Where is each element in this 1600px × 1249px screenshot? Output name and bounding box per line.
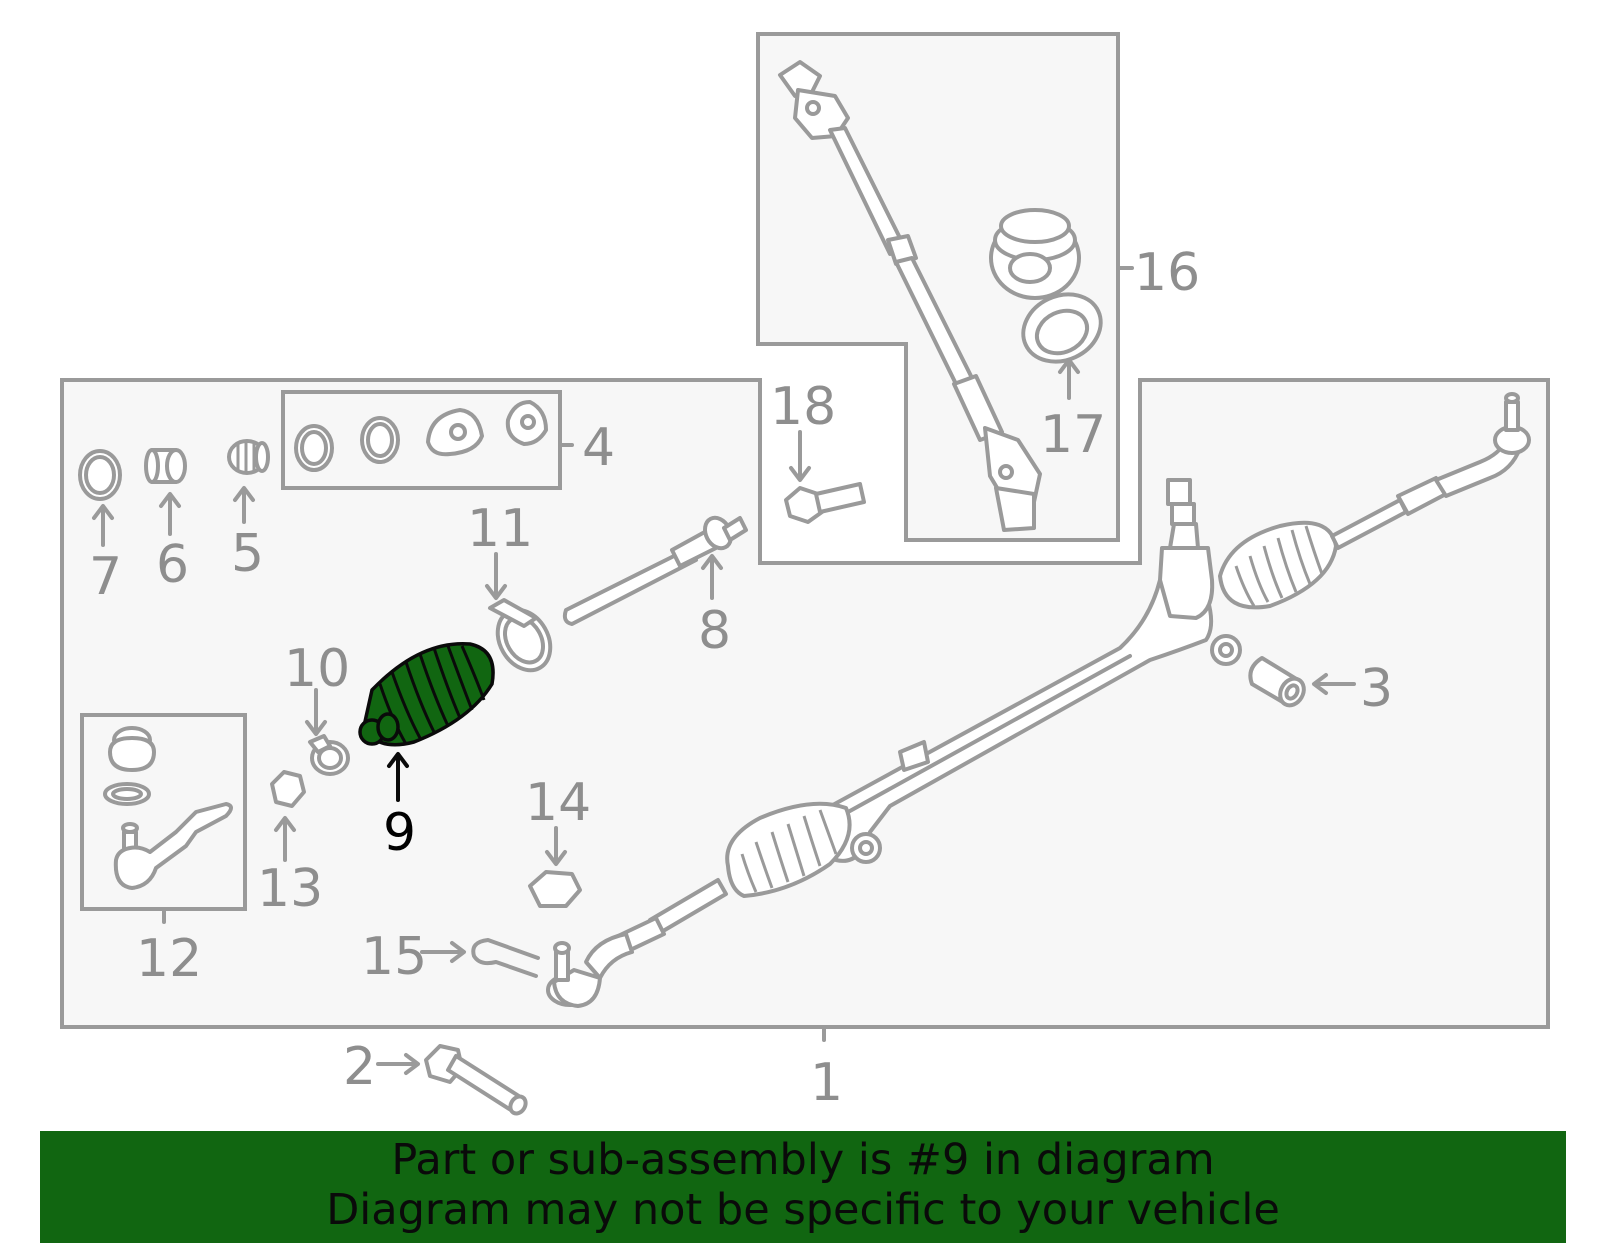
bushing-5-icon bbox=[227, 439, 270, 475]
clamp-10-icon bbox=[308, 734, 350, 776]
callout-11[interactable]: 11 bbox=[467, 499, 533, 559]
callout-labels: 1 2 3 4 5 6 7 8 9 10 11 12 13 14 15 16 1… bbox=[89, 243, 1393, 1113]
nut-14-icon bbox=[528, 870, 582, 908]
inner-tie-rod-icon bbox=[562, 515, 748, 626]
steering-shaft-icon bbox=[778, 60, 1042, 532]
callout-3[interactable]: 3 bbox=[1360, 659, 1393, 719]
callout-13[interactable]: 13 bbox=[257, 859, 323, 919]
bushing-3-icon bbox=[1248, 656, 1306, 708]
bushing-set-4-icon bbox=[294, 400, 548, 472]
column-seal-17-icon bbox=[1021, 292, 1103, 364]
callout-6[interactable]: 6 bbox=[156, 535, 189, 595]
nut-13-icon bbox=[270, 770, 306, 808]
callout-12[interactable]: 12 bbox=[136, 929, 202, 989]
callout-7[interactable]: 7 bbox=[89, 547, 122, 607]
bellows-boot-icon bbox=[358, 641, 495, 747]
bolt-2-icon bbox=[424, 1044, 528, 1116]
callout-14[interactable]: 14 bbox=[525, 773, 591, 833]
cotter-pin-icon bbox=[471, 938, 540, 978]
callout-17[interactable]: 17 bbox=[1040, 405, 1106, 465]
callout-15[interactable]: 15 bbox=[361, 927, 427, 987]
tie-rod-end-12-icon bbox=[103, 726, 233, 890]
callout-18[interactable]: 18 bbox=[770, 377, 836, 437]
callout-9[interactable]: 9 bbox=[383, 803, 416, 863]
bolt-18-icon bbox=[784, 482, 866, 524]
assembly-box-4 bbox=[281, 390, 562, 490]
seal-boot-icon bbox=[989, 208, 1081, 300]
steering-rack-icon bbox=[546, 392, 1531, 1008]
clamp-11-icon bbox=[488, 598, 553, 673]
banner-line-2: Diagram may not be specific to your vehi… bbox=[326, 1185, 1280, 1235]
callout-1[interactable]: 1 bbox=[810, 1053, 843, 1113]
bushing-6-icon bbox=[144, 448, 187, 484]
info-banner: Part or sub-assembly is #9 in diagram Di… bbox=[40, 1131, 1566, 1243]
callout-16[interactable]: 16 bbox=[1134, 243, 1200, 303]
callout-5[interactable]: 5 bbox=[231, 524, 264, 584]
callout-4[interactable]: 4 bbox=[582, 418, 615, 478]
callout-10[interactable]: 10 bbox=[284, 639, 350, 699]
seal-7-icon bbox=[78, 449, 122, 501]
callout-2[interactable]: 2 bbox=[343, 1037, 376, 1097]
callout-8[interactable]: 8 bbox=[698, 601, 731, 661]
banner-line-1: Part or sub-assembly is #9 in diagram bbox=[391, 1135, 1215, 1185]
